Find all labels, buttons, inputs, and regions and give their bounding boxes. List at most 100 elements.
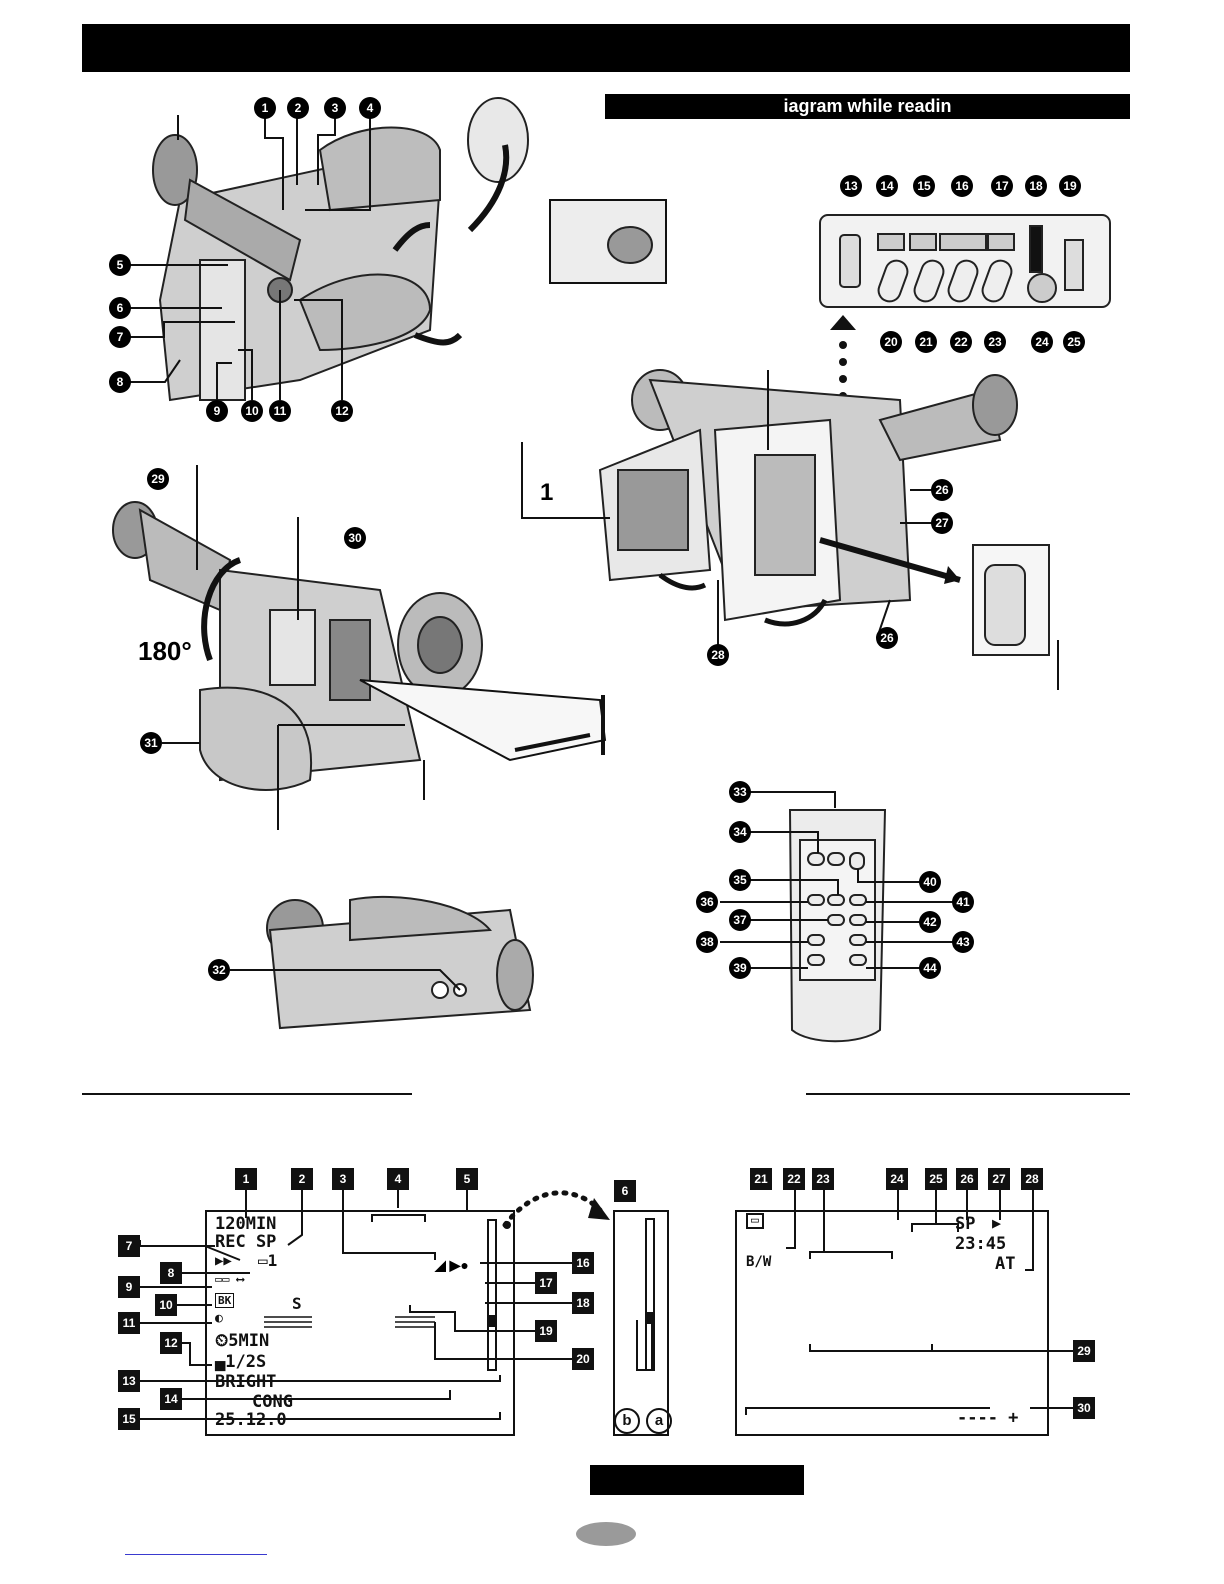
- camcorder-illustrations: 1 180°: [112, 97, 1111, 1043]
- display-index-label: 8: [160, 1262, 182, 1284]
- shutter-speed: ▄1/2S: [215, 1352, 267, 1372]
- callout-badge: 33: [729, 781, 751, 803]
- callout-badge: 27: [931, 512, 953, 534]
- callout-badge: 26: [876, 627, 898, 649]
- display-side-strip: [613, 1210, 669, 1436]
- display-index-label: 18: [572, 1292, 594, 1314]
- callout-badge: 44: [919, 957, 941, 979]
- callout-badge: 18: [1025, 175, 1047, 197]
- display-index-label: 6: [614, 1180, 636, 1202]
- callout-badge: 10: [241, 400, 263, 422]
- playback-leader-lines: [745, 1190, 1073, 1415]
- callout-badge: 24: [1031, 331, 1053, 353]
- display-index-label: 16: [572, 1252, 594, 1274]
- display-index-label: 7: [118, 1235, 140, 1257]
- callout-badge: 41: [952, 891, 974, 913]
- callout-badge: 36: [696, 891, 718, 913]
- display-index-label: 20: [572, 1348, 594, 1370]
- tape-counter: 23:45: [955, 1234, 1007, 1254]
- auto-tracking: AT: [995, 1254, 1016, 1274]
- display-index-label: 21: [750, 1168, 772, 1190]
- callout-badge: 22: [950, 331, 972, 353]
- bw-indicator: B/W: [746, 1254, 772, 1270]
- section-subtitle: iagram while readin: [605, 94, 1130, 119]
- callout-badge: 13: [840, 175, 862, 197]
- camcorder-side-view: [112, 501, 483, 791]
- step-one-label: 1: [540, 479, 553, 506]
- display-index-label: 12: [160, 1332, 182, 1354]
- cong-message: CONG: [252, 1392, 293, 1412]
- callout-badge: 7: [109, 326, 131, 348]
- footer-link-underline: [125, 1554, 267, 1555]
- callout-badge: 30: [344, 527, 366, 549]
- page-header-bar: [82, 24, 1130, 72]
- callout-badge: 14: [876, 175, 898, 197]
- play-icon: ▶: [992, 1214, 1002, 1232]
- callout-badge: 19: [1059, 175, 1081, 197]
- section-tab: [590, 1465, 804, 1495]
- svg-text:◢ ▶●: ◢ ▶●: [434, 1257, 469, 1273]
- display-index-label: 4: [387, 1168, 409, 1190]
- section-rule-right: [806, 1093, 1130, 1095]
- callout-badge: 26: [931, 479, 953, 501]
- rec-time-remaining: 120MIN: [215, 1214, 277, 1234]
- callout-badge: 43: [952, 931, 974, 953]
- display-index-label: 27: [988, 1168, 1010, 1190]
- display-index-label: 1: [235, 1168, 257, 1190]
- rec-mode: REC SP: [215, 1232, 277, 1252]
- callout-badge: 20: [880, 331, 902, 353]
- callout-badge: 16: [951, 175, 973, 197]
- callout-badge: 3: [324, 97, 346, 119]
- callout-badge: 42: [919, 911, 941, 933]
- callout-badge: 23: [984, 331, 1006, 353]
- playback-mode: SP: [955, 1214, 976, 1234]
- display-index-label: 29: [1073, 1340, 1095, 1362]
- callout-badge: 25: [1063, 331, 1085, 353]
- stabilizer-mark: S: [292, 1294, 302, 1313]
- display-index-label: 11: [118, 1312, 140, 1334]
- backlight-icon: BK: [215, 1293, 235, 1308]
- callout-badge: 31: [140, 732, 162, 754]
- tape-indicator-icon: ▶▶: [215, 1253, 232, 1269]
- callout-badge: 5: [109, 254, 131, 276]
- display-index-label: 24: [886, 1168, 908, 1190]
- remote-control-drawing: [788, 809, 887, 1043]
- section-rule-left: [82, 1093, 412, 1095]
- operation-panel-drawing: [819, 214, 1111, 308]
- callout-badge: 9: [206, 400, 228, 422]
- display-index-label: 3: [332, 1168, 354, 1190]
- display-index-label: 15: [118, 1408, 140, 1430]
- rotation-label: 180°: [138, 636, 192, 666]
- self-timer: ⏲5MIN: [215, 1331, 270, 1351]
- callout-badge: 1: [254, 97, 276, 119]
- display-index-label: 10: [155, 1294, 177, 1316]
- callout-badge: 28: [707, 644, 729, 666]
- display-index-label: 17: [535, 1272, 557, 1294]
- tape-number: ▭1: [258, 1251, 278, 1270]
- callout-badge: 8: [109, 371, 131, 393]
- camcorder-open-lcd: [598, 369, 1050, 656]
- marker-a: a: [646, 1408, 672, 1434]
- callout-badge: 38: [696, 931, 718, 953]
- callout-badge: 40: [919, 871, 941, 893]
- callout-badge: 15: [913, 175, 935, 197]
- page-number-oval: [576, 1522, 636, 1546]
- display-index-label: 2: [291, 1168, 313, 1190]
- display-index-label: 14: [160, 1388, 182, 1410]
- callout-badge: 2: [287, 97, 309, 119]
- display-index-label: 30: [1073, 1397, 1095, 1419]
- wind-cut-icon: ◐: [215, 1311, 223, 1326]
- callout-badge: 35: [729, 869, 751, 891]
- callout-badge: 37: [729, 909, 751, 931]
- callout-badge: 11: [269, 400, 291, 422]
- camcorder-bottom-view: [266, 895, 534, 1030]
- tape-icon: ▭▭ ⟷: [215, 1272, 244, 1286]
- callout-badge: 21: [915, 331, 937, 353]
- callout-badge: 29: [147, 468, 169, 490]
- display-index-label: 19: [535, 1320, 557, 1342]
- callout-badge: 32: [208, 959, 230, 981]
- display-index-label: 22: [783, 1168, 805, 1190]
- display-index-label: 28: [1021, 1168, 1043, 1190]
- callout-badge: 17: [991, 175, 1013, 197]
- display-index-label: 9: [118, 1276, 140, 1298]
